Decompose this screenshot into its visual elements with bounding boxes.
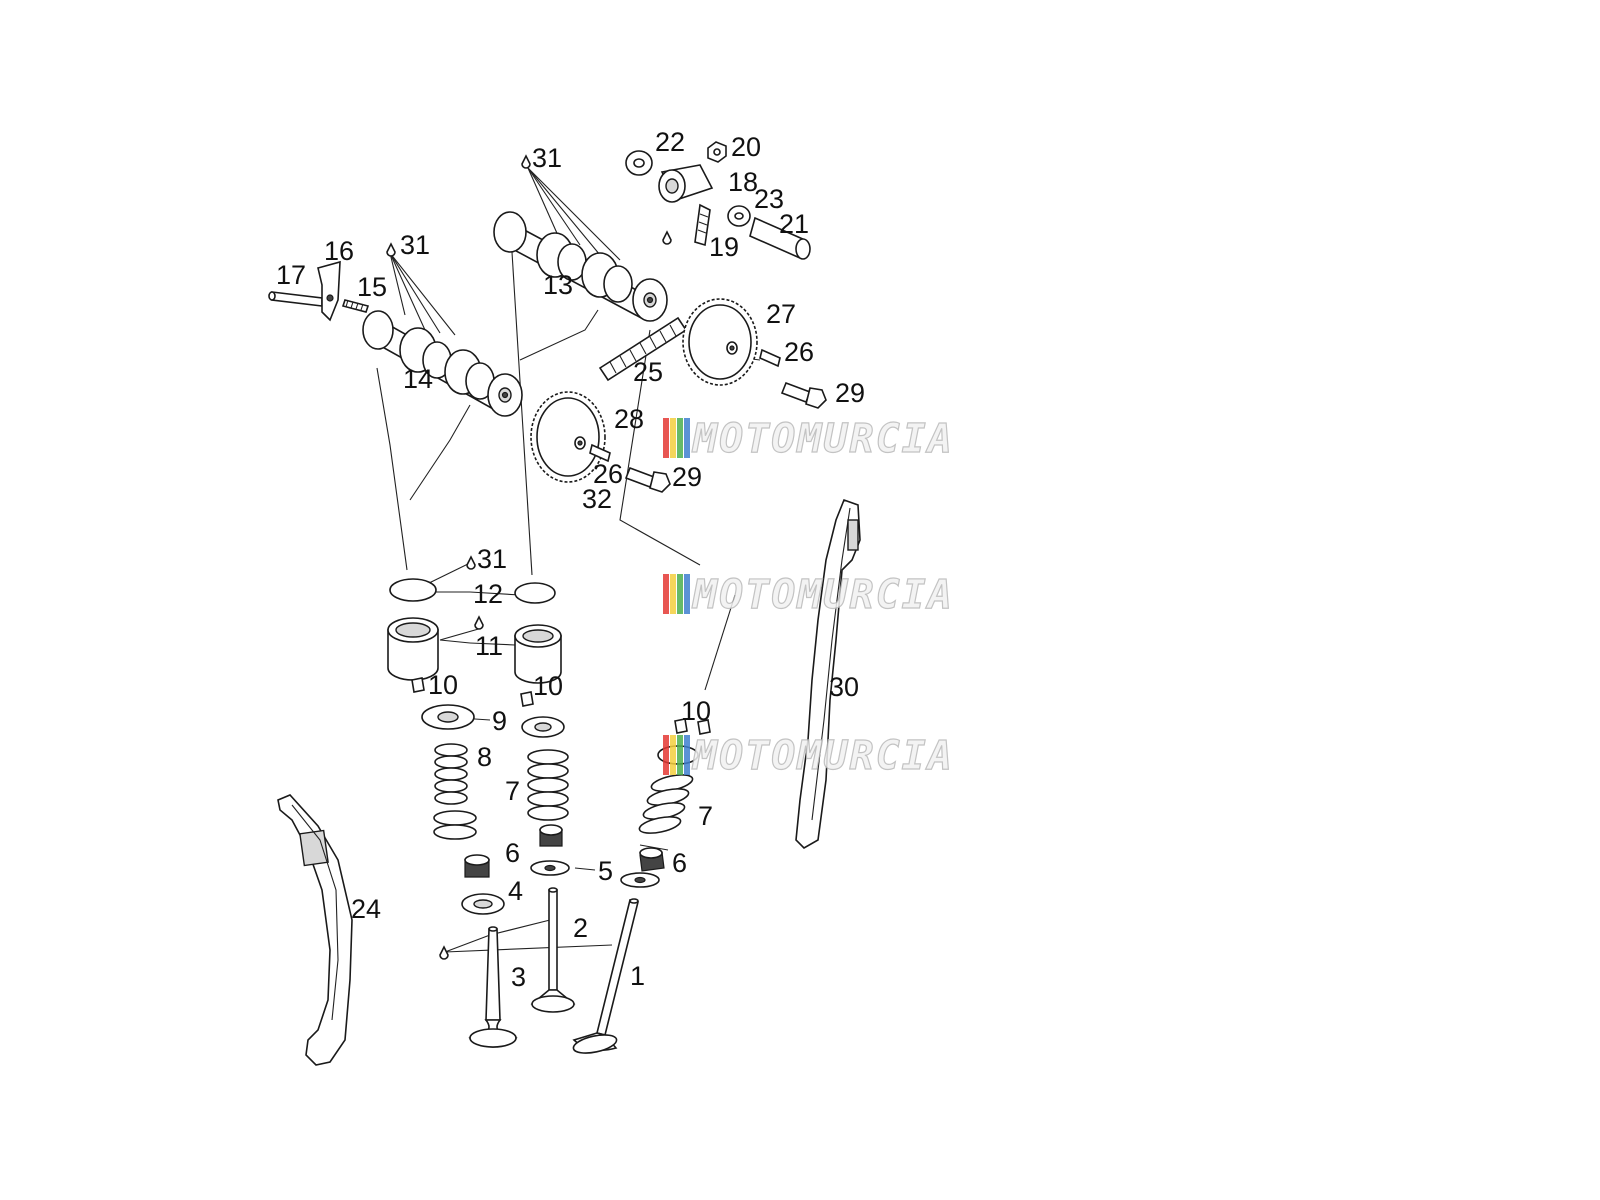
callout-6: 6 <box>672 848 687 878</box>
chain-guide-30 <box>795 498 861 849</box>
callout-10: 10 <box>533 671 563 701</box>
watermark-stripe <box>663 418 669 458</box>
callout-26: 26 <box>784 337 814 367</box>
callout-3: 3 <box>511 962 526 992</box>
callout-10: 10 <box>681 696 711 726</box>
callout-14: 14 <box>403 364 433 394</box>
decompressor-parts <box>268 260 370 322</box>
callout-29: 29 <box>835 378 865 408</box>
camshaft-13 <box>493 211 668 322</box>
callout-26: 26 <box>593 459 623 489</box>
callout-25: 25 <box>633 357 663 387</box>
callout-1: 1 <box>630 961 645 991</box>
bucket-11 <box>514 635 562 684</box>
callout-9: 9 <box>492 706 507 736</box>
oil-drop-icon <box>386 242 396 257</box>
callout-5: 5 <box>598 856 613 886</box>
callout-7: 7 <box>698 801 713 831</box>
callout-30: 30 <box>829 672 859 702</box>
callout-8: 8 <box>477 742 492 772</box>
callout-15: 15 <box>357 272 387 302</box>
watermark-text: MOTOMURCIA <box>691 733 954 779</box>
callout-labels: 1 2 3 4 5 6 6 7 7 8 9 10 10 10 11 12 13 … <box>276 127 865 992</box>
valve-springs <box>433 743 694 840</box>
callout-16: 16 <box>324 236 354 266</box>
spring-seats <box>461 860 660 915</box>
pin-26 <box>759 348 781 368</box>
sprocket-27 <box>682 298 758 386</box>
spring-7 <box>638 774 694 834</box>
callout-13: 13 <box>543 270 573 300</box>
watermark-stripe <box>670 418 676 458</box>
callout-29: 29 <box>672 462 702 492</box>
callout-12: 12 <box>473 579 503 609</box>
callout-18: 18 <box>728 167 758 197</box>
watermark-stripe <box>684 418 690 458</box>
sprocket-28 <box>530 391 606 483</box>
shim-12 <box>514 582 556 604</box>
valve-1 <box>572 898 639 1054</box>
callout-17: 17 <box>276 260 306 290</box>
oil-drop-icon <box>662 230 672 245</box>
callout-28: 28 <box>614 404 644 434</box>
callout-27: 27 <box>766 299 796 329</box>
oil-drop-icon <box>521 154 531 169</box>
watermark: MOTOMURCIA MOTOMURCIA MOTOMURCIA <box>663 415 954 780</box>
oil-drop-icon <box>439 945 449 960</box>
callout-10: 10 <box>428 670 458 700</box>
callout-4: 4 <box>508 876 523 906</box>
oil-drop-icon <box>466 555 476 570</box>
spring-7 <box>527 749 569 821</box>
callout-31: 31 <box>400 230 430 260</box>
callout-31: 31 <box>532 143 562 173</box>
valve-2 <box>530 887 576 1013</box>
valve-3 <box>468 926 518 1048</box>
valves <box>439 887 639 1054</box>
valve-keepers-10 <box>411 677 711 735</box>
callout-23: 23 <box>754 184 784 214</box>
oil-drop-icon <box>474 615 484 630</box>
shim-12 <box>389 578 437 602</box>
callout-11: 11 <box>475 631 503 661</box>
callout-21: 21 <box>779 209 809 239</box>
watermark-text: MOTOMURCIA <box>691 416 954 462</box>
callout-20: 20 <box>731 132 761 162</box>
watermark-stripe <box>677 418 683 458</box>
callout-6: 6 <box>505 838 520 868</box>
camshaft-14 <box>362 310 523 417</box>
bolt-29 <box>624 466 656 489</box>
callout-2: 2 <box>573 913 588 943</box>
leader-lines <box>376 167 761 953</box>
pin-17 <box>271 291 323 307</box>
bolt-29 <box>780 381 812 404</box>
rocker-assembly <box>625 141 811 260</box>
pin-26 <box>589 443 611 463</box>
watermark-text: MOTOMURCIA <box>691 572 954 618</box>
callout-24: 24 <box>351 894 381 924</box>
callout-22: 22 <box>655 127 685 157</box>
chain-guides <box>277 498 861 1066</box>
callout-31: 31 <box>477 544 507 574</box>
callout-32: 32 <box>582 484 612 514</box>
pins-and-bolts <box>589 348 827 493</box>
callout-7: 7 <box>505 776 520 806</box>
adjuster-19 <box>694 203 711 247</box>
spring-8 <box>433 743 477 840</box>
callout-19: 19 <box>709 232 739 262</box>
valve-seals-6 <box>464 824 665 878</box>
shims-and-buckets <box>387 555 562 684</box>
weight-16 <box>317 260 341 322</box>
